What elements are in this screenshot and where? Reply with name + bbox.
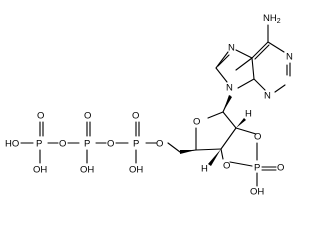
adenosine-triphosphate-cyclic-phosphate-structure: NH2 N N N N O H O H O P O OH O P O OH O … bbox=[5, 13, 293, 198]
o-gamma-double-label: O bbox=[37, 111, 44, 122]
n-pyrimidine-bottom-label: N bbox=[264, 91, 271, 102]
bond bbox=[222, 111, 237, 129]
oh-gamma-bottom-label: OH bbox=[33, 165, 47, 176]
o-alpha-double-label: O bbox=[132, 111, 139, 122]
amine-label: NH2 bbox=[263, 13, 281, 25]
bond bbox=[220, 127, 237, 150]
oh-cyclic-label: OH bbox=[250, 187, 264, 198]
bond bbox=[217, 54, 230, 67]
wedge-c2-h bbox=[236, 118, 246, 128]
p-beta-label: P bbox=[84, 139, 90, 150]
p-cyclic-label: P bbox=[254, 163, 260, 174]
bond bbox=[251, 41, 269, 59]
wedge-c1-n9 bbox=[223, 95, 232, 112]
bond bbox=[220, 148, 224, 160]
bond bbox=[274, 84, 286, 93]
n-imidazole-label: N bbox=[228, 43, 235, 54]
bond bbox=[251, 57, 255, 80]
bond bbox=[254, 44, 270, 60]
o-bridge-bg-label: O bbox=[59, 139, 66, 150]
o-cyclic-double-label: O bbox=[277, 163, 284, 174]
bond bbox=[235, 57, 253, 71]
n-pyrimidine-top-label: N bbox=[286, 52, 293, 63]
o-beta-double-label: O bbox=[84, 111, 91, 122]
o-bridge-ab-label: O bbox=[107, 139, 114, 150]
bond bbox=[253, 78, 266, 91]
wedge-c3-h bbox=[208, 149, 221, 166]
h-c2-label: H bbox=[245, 109, 252, 120]
h-c4-label: H bbox=[201, 164, 208, 175]
bond bbox=[235, 49, 253, 59]
wedge-c4-c5 bbox=[180, 150, 196, 154]
o-furanose-label: O bbox=[193, 117, 200, 128]
bond bbox=[229, 161, 253, 167]
oh-beta-label: OH bbox=[80, 165, 94, 176]
bond bbox=[267, 41, 285, 53]
ho-gamma-left-label: HO bbox=[5, 139, 19, 150]
p-alpha-label: P bbox=[133, 139, 139, 150]
bond bbox=[237, 78, 255, 89]
atom-labels: NH2 N N N N O H O H O P O OH O P O OH O … bbox=[5, 13, 293, 198]
bond bbox=[207, 111, 224, 119]
bond bbox=[235, 127, 257, 135]
bond bbox=[195, 148, 222, 151]
amine-subscript: 2 bbox=[277, 18, 281, 25]
o-cyclic-right-label: O bbox=[254, 132, 261, 143]
bond bbox=[167, 142, 181, 153]
o-cyclic-left-label: O bbox=[223, 161, 230, 172]
bond-lines bbox=[20, 24, 291, 187]
amine-text: NH bbox=[263, 13, 277, 24]
stereo-wedges bbox=[180, 95, 246, 166]
bond bbox=[215, 67, 228, 83]
p-gamma-label: P bbox=[36, 139, 42, 150]
n-glycosidic-label: N bbox=[226, 83, 233, 94]
o-5prime-label: O bbox=[156, 139, 163, 150]
oh-alpha-label: OH bbox=[129, 165, 143, 176]
